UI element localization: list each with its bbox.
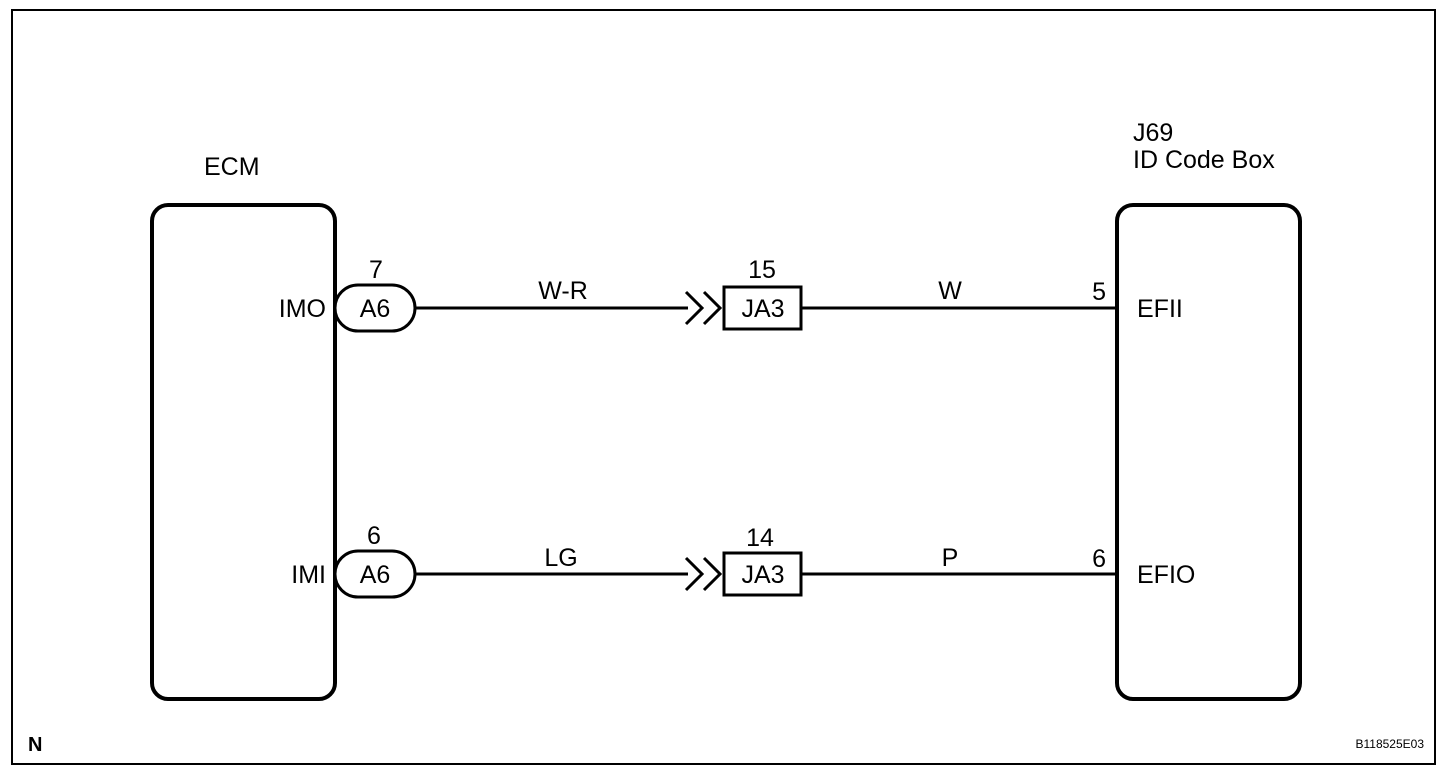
ecm-title: ECM [204, 153, 260, 181]
junction-pin-number: 15 [748, 256, 776, 284]
wire-color-label: W [938, 277, 962, 305]
id-code-box [1115, 203, 1302, 701]
ecm-box [150, 203, 337, 701]
box-pin-name: EFIO [1137, 561, 1195, 589]
junction-pin-number: 14 [746, 524, 774, 552]
wire-color-label: W-R [538, 277, 588, 305]
diagram-frame [11, 9, 1436, 765]
circuit-imo: IMO 7 A6 W-R 15 JA3 W 5 EFII [279, 256, 1183, 333]
id-code-box-title: ID Code Box [1133, 146, 1275, 174]
junction-label: JA3 [741, 295, 784, 323]
ecm-connector-label: A6 [360, 561, 391, 589]
box-pin-number: 5 [1092, 278, 1106, 306]
box-pin-number: 6 [1092, 545, 1106, 573]
box-pin-name: EFII [1137, 295, 1183, 323]
corner-label: N [28, 734, 42, 756]
junction-arrow-icon [702, 290, 723, 326]
junction-arrow-icon [684, 290, 705, 326]
ecm-pin-number: 7 [369, 256, 383, 284]
id-code-box-connector: J69 [1133, 119, 1173, 147]
ecm-pin-name: IMI [291, 561, 326, 589]
junction-arrow-icon [684, 556, 705, 592]
circuit-imi: IMI 6 A6 LG 14 JA3 P 6 EFIO [291, 522, 1195, 599]
ecm-pin-name: IMO [279, 295, 326, 323]
wire-color-label: LG [544, 544, 577, 572]
ecm-pin-number: 6 [367, 522, 381, 550]
ecm-connector-label: A6 [360, 295, 391, 323]
figure-code: B118525E03 [1355, 737, 1424, 751]
junction-label: JA3 [741, 561, 784, 589]
wire-color-label: P [942, 544, 959, 572]
junction-arrow-icon [702, 556, 723, 592]
